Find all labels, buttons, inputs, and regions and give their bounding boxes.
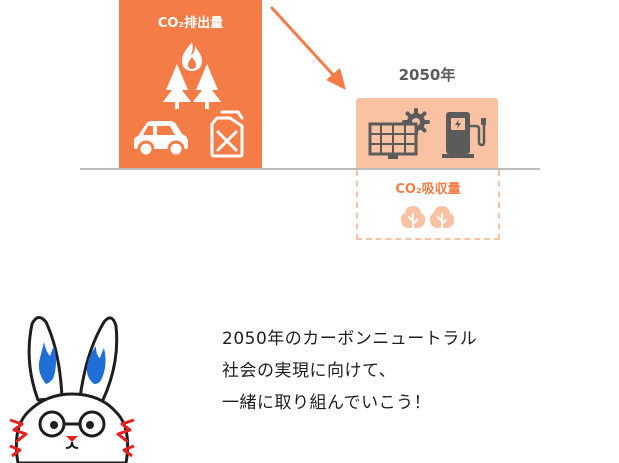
car-icon	[134, 121, 188, 158]
rabbit-mascot	[9, 316, 135, 463]
blue-flame-icon	[38, 342, 106, 384]
tree-icon	[400, 206, 426, 233]
solar-panel-icon	[368, 108, 430, 159]
cheek-spark-icon	[9, 418, 135, 458]
tree-icon	[429, 206, 455, 233]
emission-title: CO₂排出量	[157, 16, 224, 31]
co2-absorption-box: CO₂吸収量	[356, 170, 500, 240]
message-line: 社会の実現に向けて、	[222, 361, 397, 381]
burning-forest-icon	[163, 42, 221, 109]
transition-arrow	[270, 6, 346, 90]
co2-emission-box: CO₂排出量	[119, 0, 262, 169]
message-line: 一緒に取り組んでいこう！	[222, 393, 432, 413]
message-line: 2050年のカーボンニュートラル	[222, 329, 478, 349]
message-text: 2050年のカーボンニュートラル 社会の実現に向けて、 一緒に取り組んでいこう！	[222, 323, 477, 419]
year-label: 2050年	[398, 66, 456, 84]
forest-icon	[163, 64, 221, 109]
fuel-can-icon	[210, 110, 244, 158]
ev-charger-icon	[442, 112, 486, 158]
tree-icons	[400, 206, 455, 233]
absorption-title: CO₂吸収量	[395, 182, 461, 197]
future-emission-box	[356, 98, 498, 168]
fire-icon	[182, 42, 202, 71]
baseline	[80, 168, 540, 170]
